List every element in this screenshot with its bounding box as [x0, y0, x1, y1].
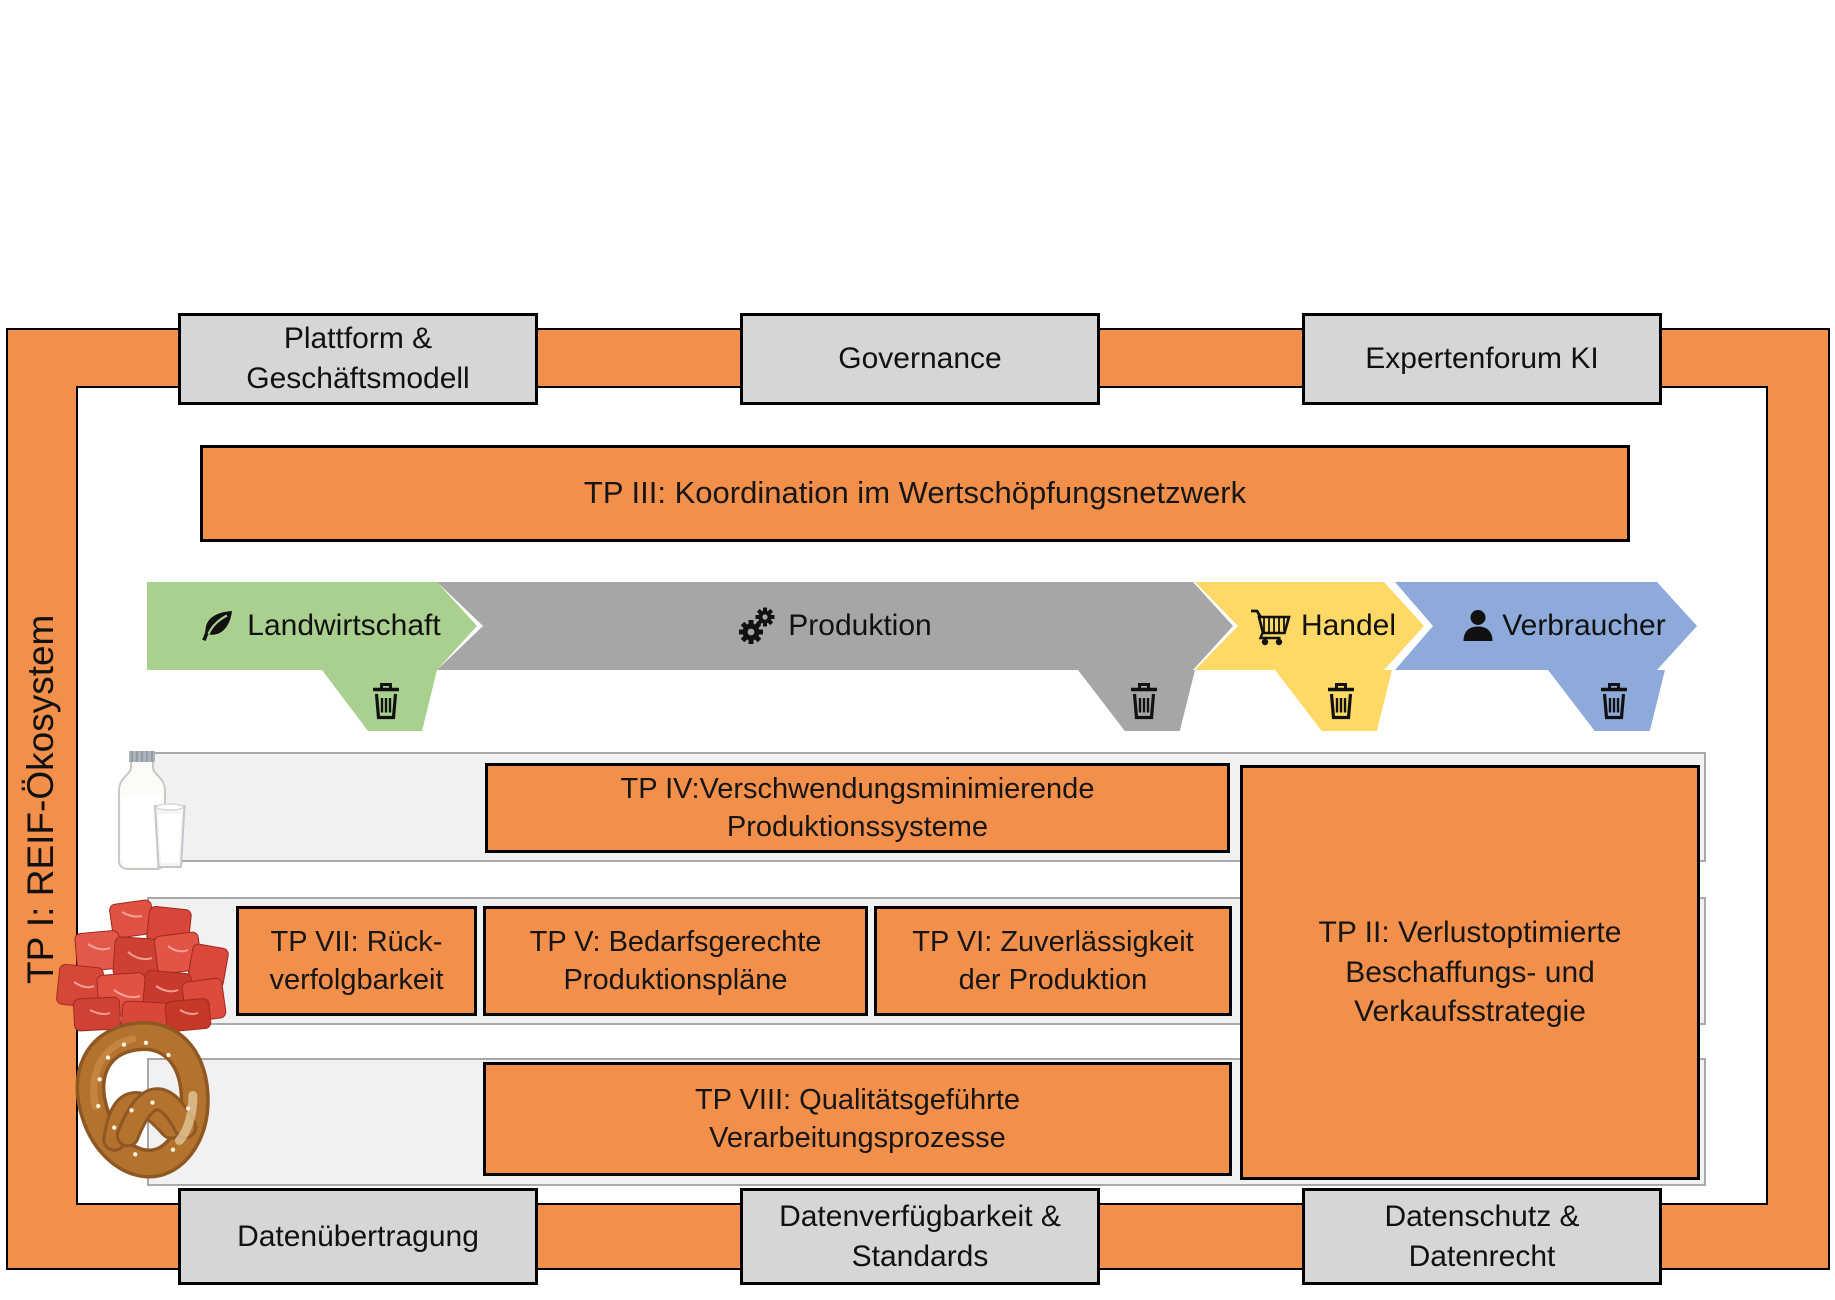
governance-box: Governance: [740, 313, 1100, 405]
ecosystem-label: TP I: REIF-Ökosystem: [20, 614, 61, 984]
data-transfer-box: Datenübertragung: [178, 1188, 538, 1285]
chain-label-produktion: Produktion: [788, 609, 932, 642]
expert-forum-ki-box: Expertenforum KI: [1302, 313, 1662, 405]
trash-icon: [1327, 683, 1354, 720]
chain-label-landwirtschaft: Landwirtschaft: [247, 609, 441, 642]
tp7-box: TP VII: Rück- verfolgbarkeit: [236, 906, 477, 1016]
milk-image: [108, 744, 192, 879]
pretzel-image: [54, 1000, 234, 1201]
cart-icon: [1249, 606, 1291, 646]
tp6-box: TP VI: Zuverlässigkeit der Produktion: [874, 906, 1232, 1016]
chain-label-handel: Handel: [1300, 609, 1397, 642]
trash-icon: [1130, 683, 1157, 720]
chain-label-verbraucher: Verbraucher: [1502, 609, 1666, 642]
data-availability-box: Datenverfügbarkeit & Standards: [740, 1188, 1100, 1285]
tp3-box: TP III: Koordination im Wertschöpfungsne…: [200, 445, 1630, 542]
chain-arrow-landwirtschaft: Landwirtschaft: [147, 582, 477, 670]
trash-icon: [1600, 683, 1627, 720]
chain-arrow-produktion: Produktion: [437, 582, 1233, 670]
leaf-icon: [199, 608, 237, 644]
trash-icon: [373, 683, 400, 720]
gears-icon: [738, 606, 778, 646]
tp5-box: TP V: Bedarfsgerechte Produktionspläne: [483, 906, 868, 1016]
chain-arrow-verbraucher: Verbraucher: [1395, 582, 1697, 670]
tp2-box: TP II: Verlustoptimierte Beschaffungs- u…: [1240, 765, 1700, 1180]
tp4-box: TP IV:Verschwendungsminimierende Produkt…: [485, 763, 1230, 853]
platform-business-model-box: Plattform & Geschäftsmodell: [178, 313, 538, 405]
data-protection-box: Datenschutz & Datenrecht: [1302, 1188, 1662, 1285]
tp8-box: TP VIII: Qualitätsgeführte Verarbeitungs…: [483, 1062, 1232, 1176]
person-icon: [1460, 608, 1496, 644]
